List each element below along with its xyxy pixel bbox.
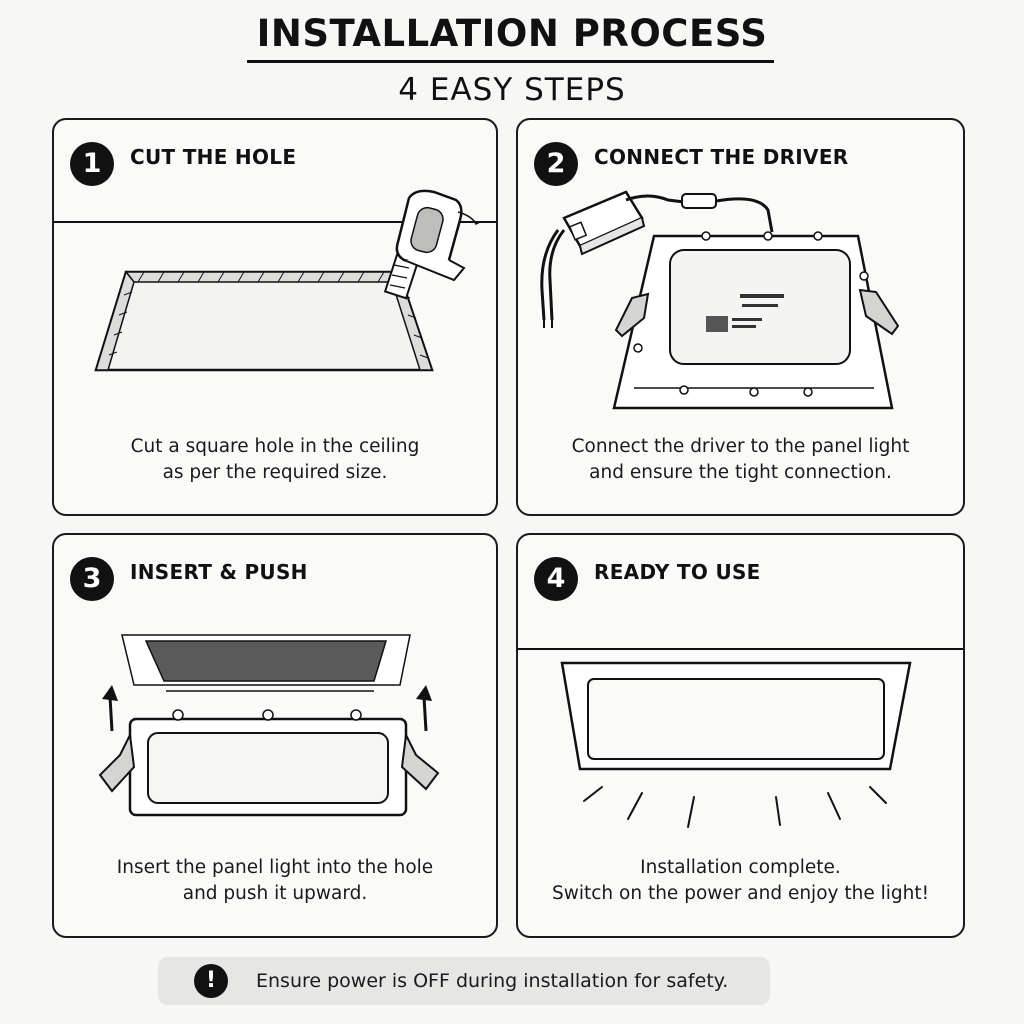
- caption-line: Cut a square hole in the ceiling: [130, 436, 420, 457]
- caption-line: Insert the panel light into the hole: [116, 857, 434, 878]
- step-title: CUT THE HOLE: [130, 145, 297, 169]
- caption-line: and push it upward.: [182, 883, 368, 904]
- step-card-2: 2 CONNECT THE DRIVER Connect the driver …: [516, 118, 965, 516]
- page-title: INSTALLATION PROCESS: [256, 12, 768, 55]
- step-caption: Installation complete. Switch on the pow…: [518, 855, 963, 907]
- step-caption: Cut a square hole in the ceiling as per …: [54, 434, 496, 486]
- caption-line: and ensure the tight connection.: [589, 462, 892, 483]
- caption-line: Switch on the power and enjoy the light!: [551, 883, 929, 904]
- exclamation-icon: !: [194, 964, 228, 998]
- step-card-3: 3 INSERT & PUSH Insert the panel light i…: [52, 533, 498, 938]
- step-title: READY TO USE: [594, 560, 761, 584]
- driver-connected-panel-illustration: [540, 190, 900, 410]
- step-number-badge: 3: [70, 557, 114, 601]
- step-caption: Connect the driver to the panel light an…: [518, 434, 963, 486]
- caption-line: Connect the driver to the panel light: [571, 436, 910, 457]
- safety-notice-text: Ensure power is OFF during installation …: [256, 970, 729, 992]
- title-underline: [247, 60, 774, 63]
- panel-light-rays-illustration: [518, 648, 963, 828]
- page-subtitle: 4 EASY STEPS: [398, 72, 626, 108]
- step-number-badge: 1: [70, 142, 114, 186]
- safety-notice: ! Ensure power is OFF during installatio…: [158, 957, 770, 1005]
- caption-line: Installation complete.: [640, 857, 841, 878]
- step-card-1: 1 CUT THE HOLE Cut a square hole in the …: [52, 118, 498, 516]
- panel-insert-illustration: [98, 634, 440, 817]
- step-title: CONNECT THE DRIVER: [594, 145, 849, 169]
- step-caption: Insert the panel light into the hole and…: [54, 855, 496, 907]
- ceiling-hole-saw-illustration: [54, 189, 496, 372]
- caption-line: as per the required size.: [162, 462, 388, 483]
- step-title: INSERT & PUSH: [130, 560, 308, 584]
- step-card-4: 4 READY TO USE Installation complete. Sw…: [516, 533, 965, 938]
- step-number-badge: 2: [534, 142, 578, 186]
- step-number-badge: 4: [534, 557, 578, 601]
